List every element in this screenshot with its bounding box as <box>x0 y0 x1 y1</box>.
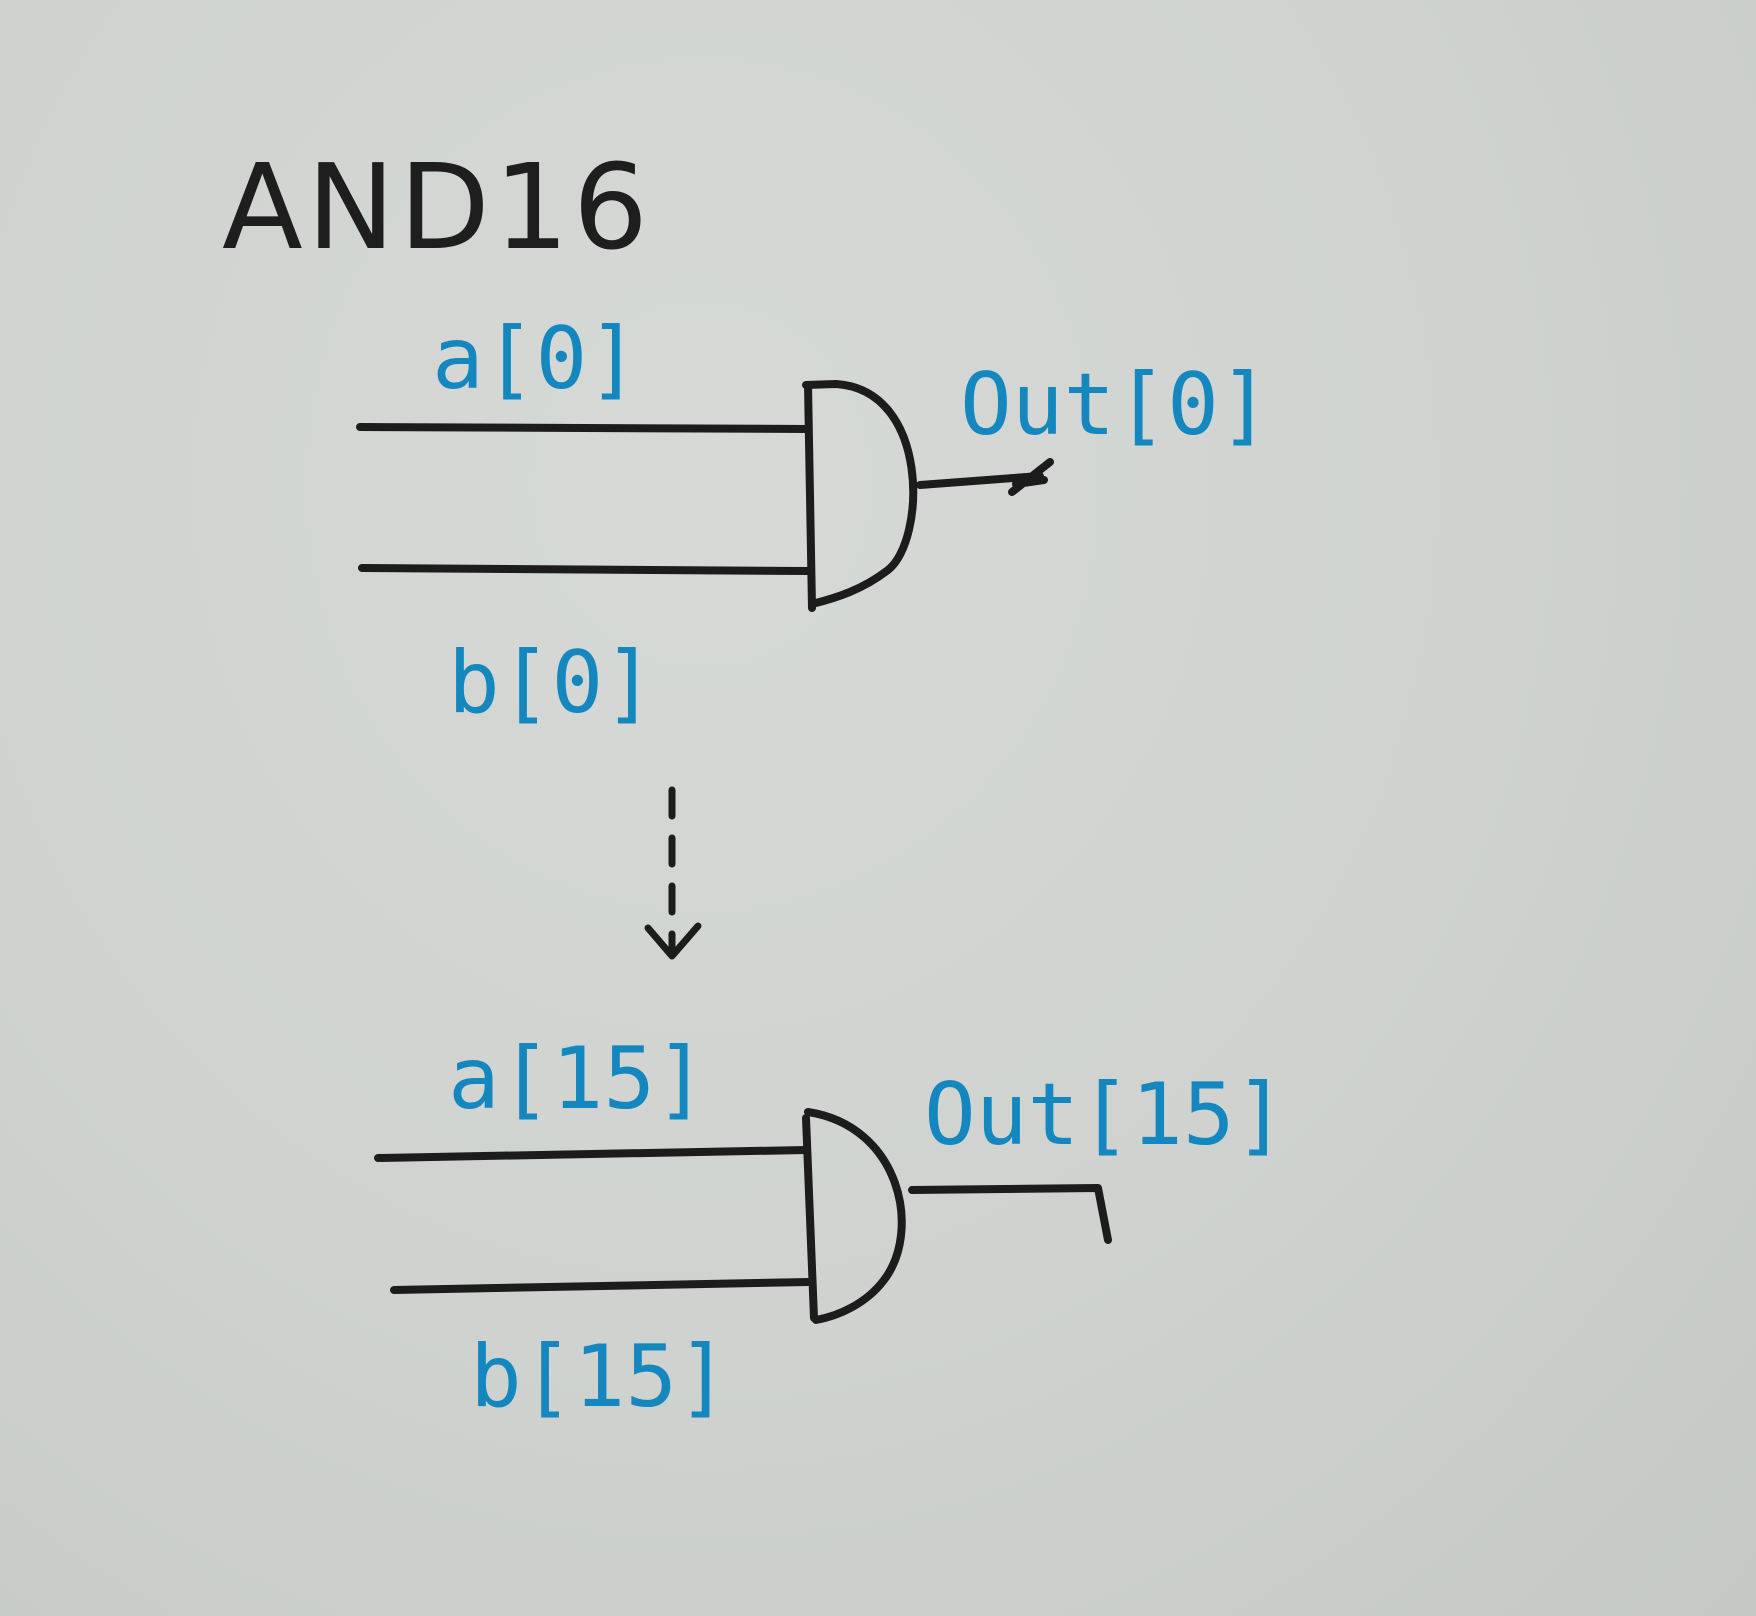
and-gate-body-bit-15 <box>802 1108 906 1324</box>
continuation-arrow <box>644 786 702 960</box>
diagram-title: AND16 <box>222 138 652 276</box>
input-b-wire-bit-0 <box>358 564 812 575</box>
arrow-head <box>644 922 702 960</box>
and-gate-body-bit-0 <box>802 380 918 612</box>
and-gate-bit-15: a[15] b[15] Out[15] <box>374 1029 1286 1427</box>
input-b-label-bit-0: b[0] <box>448 633 655 733</box>
input-a-label-bit-0: a[0] <box>432 309 639 409</box>
input-a-label-bit-15: a[15] <box>448 1029 707 1129</box>
input-b-wire-bit-15 <box>390 1278 812 1294</box>
input-b-label-bit-15: b[15] <box>470 1327 729 1427</box>
output-wire-bit-15 <box>908 1184 1112 1244</box>
output-label-bit-0: Out[0] <box>960 355 1271 455</box>
output-label-bit-15: Out[15] <box>924 1065 1286 1165</box>
output-wire-bit-0 <box>916 458 1054 496</box>
input-a-wire-bit-0 <box>356 423 812 433</box>
and-gate-bit-0: a[0] b[0] Out[0] <box>356 309 1271 733</box>
input-a-wire-bit-15 <box>374 1146 810 1162</box>
